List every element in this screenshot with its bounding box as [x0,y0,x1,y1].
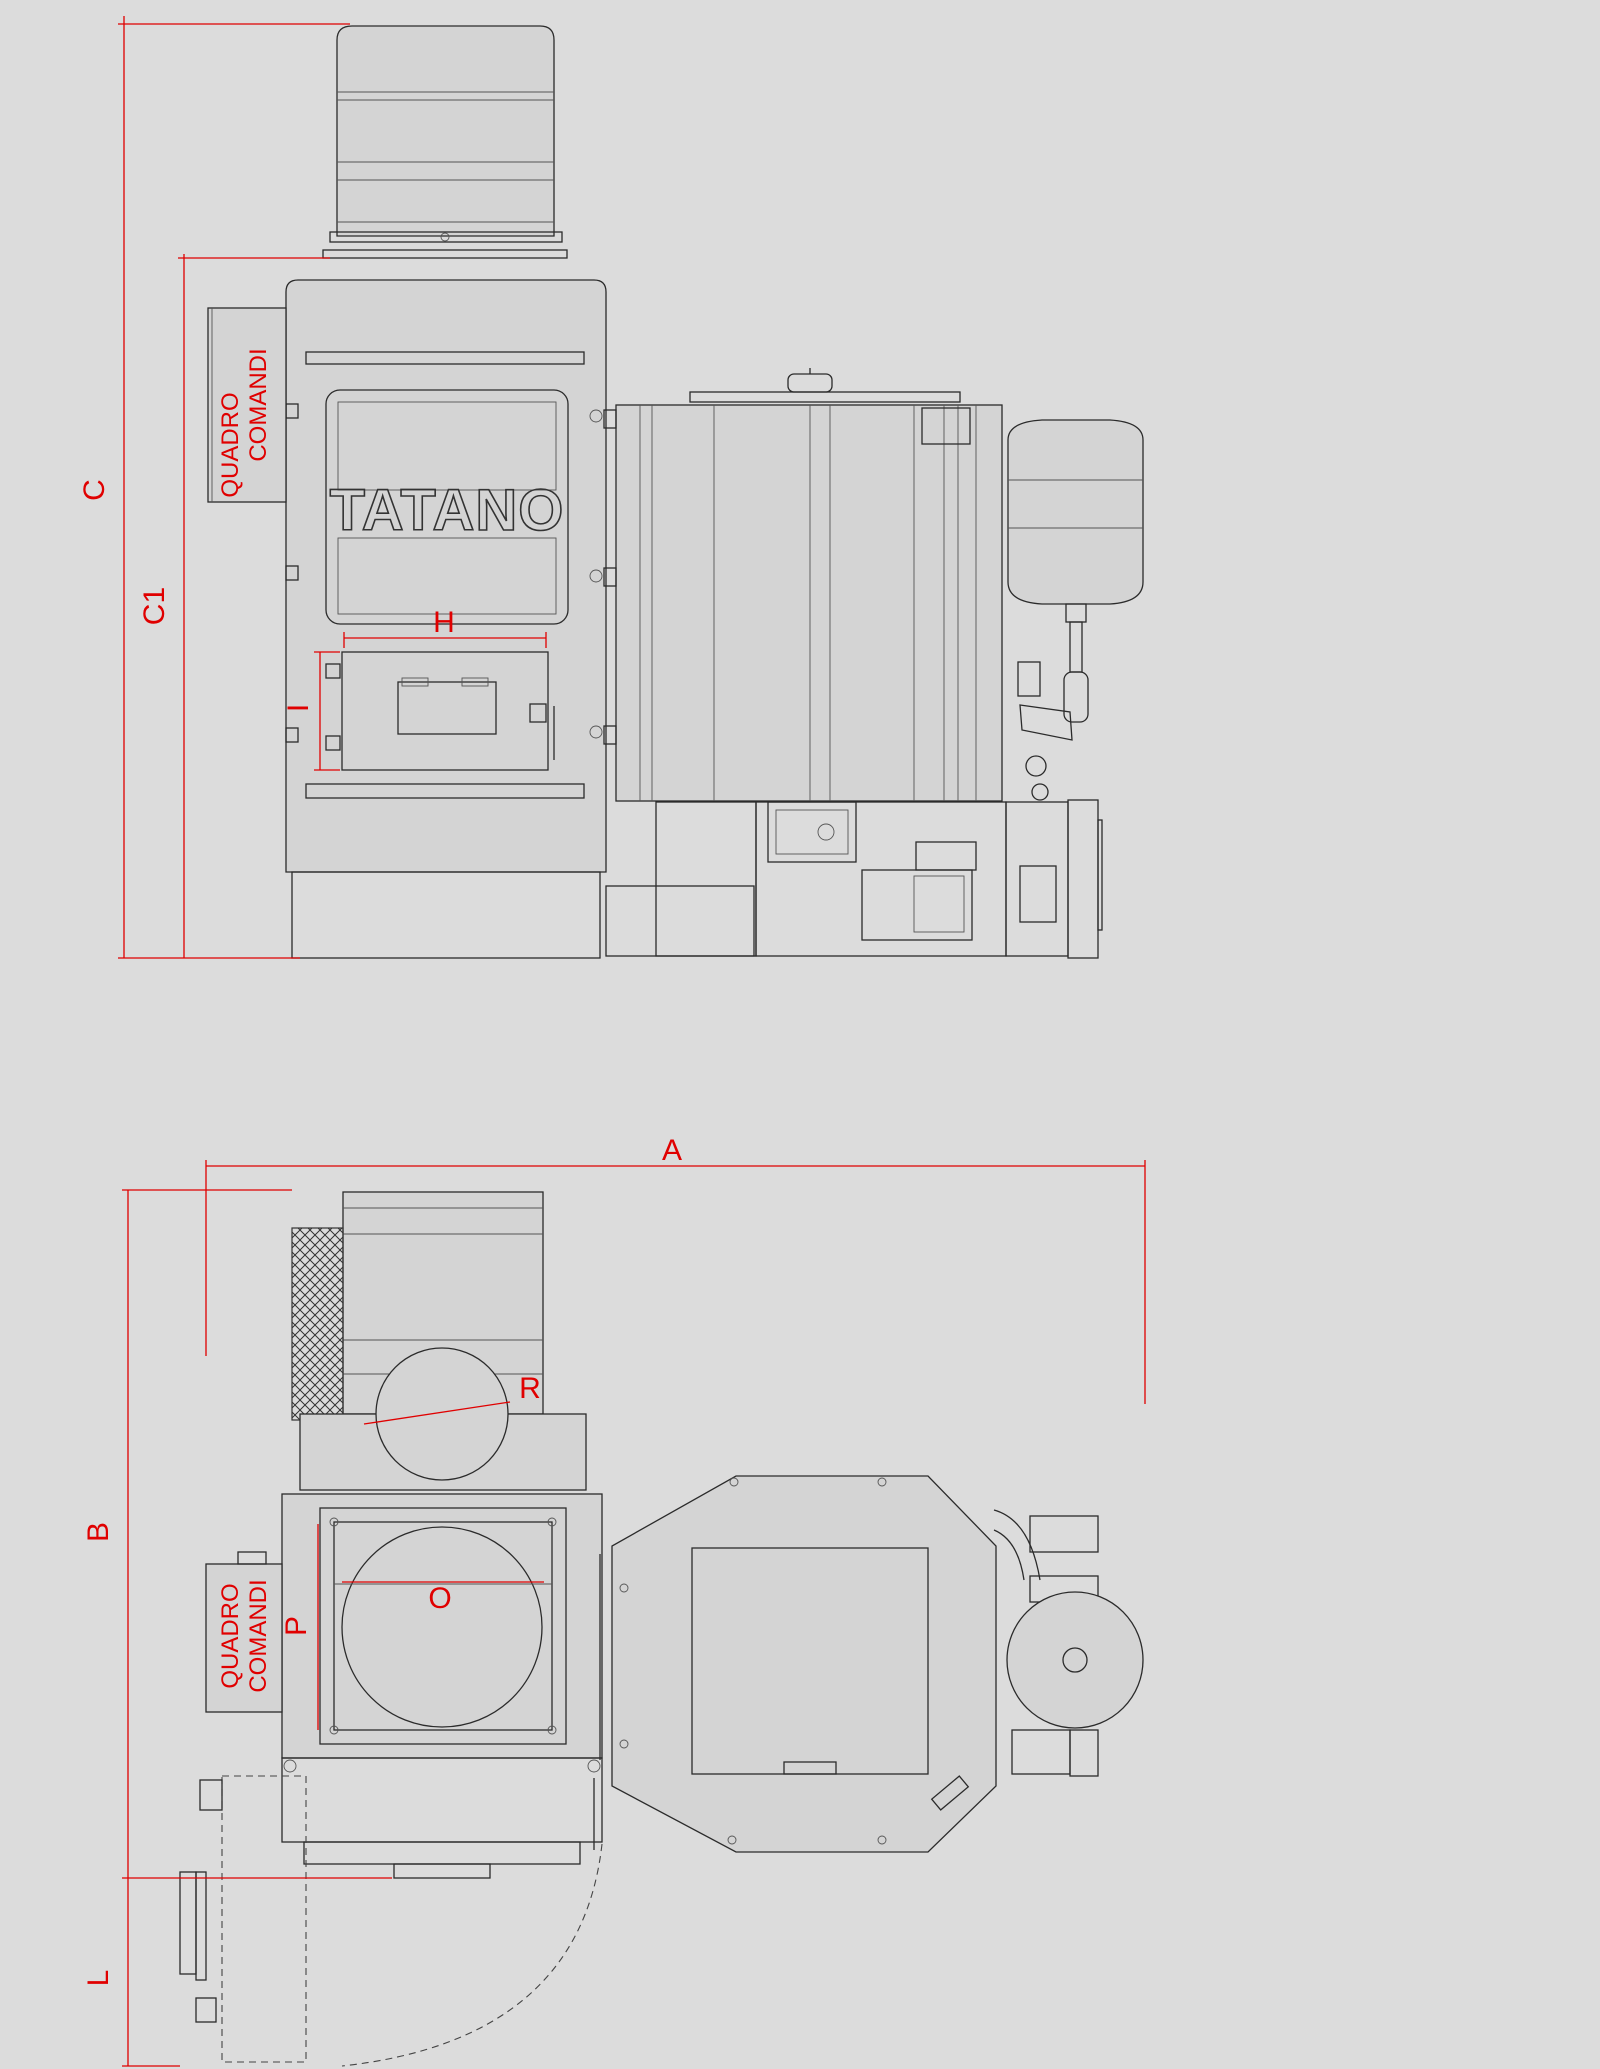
panel-label-line1: QUADRO [217,392,244,497]
dim-label-c: C [78,479,111,501]
control-panel-front: QUADRO COMANDI [207,307,287,503]
dim-label-i: I [282,704,315,712]
dim-label-l: L [82,1970,115,1987]
plan-view: QUADRO COMANDI [179,1191,1144,2067]
dimension-lines [118,16,1146,2067]
brand-logo: TATANO [330,478,565,543]
dim-label-a: A [662,1134,682,1167]
panel-label-line2: COMANDI [245,348,272,461]
dim-label-o: O [428,1582,451,1615]
top-fan [322,25,568,259]
expansion-tank [1007,419,1144,801]
panel-label-line1-plan: QUADRO [217,1583,244,1688]
dim-label-b: B [82,1522,115,1542]
pellet-hopper [589,368,1003,802]
dim-label-c1: C1 [138,587,171,625]
dim-label-p: P [280,1616,313,1636]
base-units [605,799,1103,959]
dim-label-h: H [433,606,455,639]
front-elevation: TATANO QUADRO COMANDI [207,25,1144,959]
panel-label-line2-plan: COMANDI [245,1579,272,1692]
dim-label-r: R [519,1372,541,1405]
boiler-body: TATANO [285,279,607,959]
